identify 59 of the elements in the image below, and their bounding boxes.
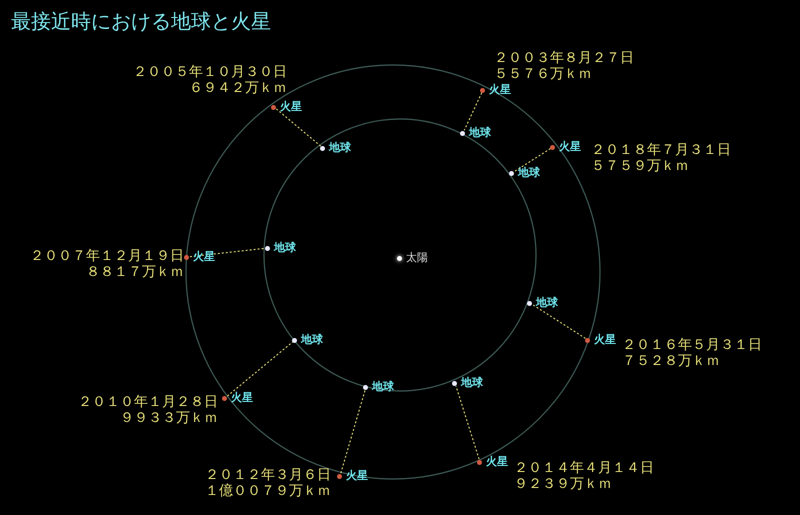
earth-point xyxy=(460,126,491,140)
earth-point xyxy=(452,376,483,390)
planet-label: 火星 xyxy=(280,100,302,114)
planet-label: 地球 xyxy=(329,141,351,155)
planet-label: 火星 xyxy=(594,333,616,347)
dotted-connector xyxy=(455,385,480,460)
mars-point xyxy=(480,83,511,97)
mars-point xyxy=(222,391,253,405)
mars-point xyxy=(550,140,581,154)
planet-label: 地球 xyxy=(518,166,540,180)
mars-point xyxy=(271,100,302,114)
planet-label: 火星 xyxy=(193,250,215,264)
dotted-connector xyxy=(514,148,551,172)
planet-label: 地球 xyxy=(301,333,323,347)
planet-label: 地球 xyxy=(372,380,394,394)
date-distance-text: ２０１２年３月６日 xyxy=(205,467,331,483)
date-distance-text: ７５２８万ｋｍ xyxy=(622,353,721,369)
earth-point xyxy=(320,141,351,155)
planet-label: 火星 xyxy=(559,140,581,154)
date-distance-text: ２０１４年４月１４日 xyxy=(514,460,654,476)
planet-label: 地球 xyxy=(274,241,296,255)
sun-point xyxy=(397,251,428,265)
planet-label: 火星 xyxy=(486,455,508,469)
planet-label: 太陽 xyxy=(406,251,428,265)
date-distance-text: ９２３９万ｋｍ xyxy=(514,476,613,492)
dotted-connector xyxy=(226,341,294,397)
date-distance-text: ５５７６万ｋｍ xyxy=(494,66,593,82)
planet-label: 火星 xyxy=(489,83,511,97)
dotted-connector xyxy=(464,92,482,131)
planet-label: 地球 xyxy=(536,296,558,310)
earth-point xyxy=(363,380,394,394)
dotted-connector xyxy=(532,304,586,339)
mars-point xyxy=(585,333,616,347)
date-distance-text: ６９４２万ｋｍ xyxy=(188,80,287,96)
date-distance-text: ９９３３万ｋｍ xyxy=(119,410,218,426)
date-distance-text: ２０１８年７月３１日 xyxy=(591,142,731,158)
planet-label: 火星 xyxy=(231,391,253,405)
date-distance-text: ２００７年１２月１９日 xyxy=(30,248,184,264)
mars-point xyxy=(477,455,508,469)
earth-point xyxy=(509,166,540,180)
date-distance-text: １億００７９万ｋｍ xyxy=(205,483,331,499)
mars-point xyxy=(184,250,215,264)
planet-label: 火星 xyxy=(346,469,368,483)
date-distance-text: ８８１７万ｋｍ xyxy=(85,264,184,280)
dotted-connector xyxy=(189,248,266,258)
planet-label: 地球 xyxy=(461,376,483,390)
date-distance-text: ２０１０年１月２８日 xyxy=(78,394,218,410)
planet-label: 地球 xyxy=(469,126,491,140)
earth-point xyxy=(265,241,296,255)
date-distance-text: ２０１６年５月３１日 xyxy=(622,337,762,353)
title: 最接近時における地球と火星 xyxy=(11,8,271,35)
dotted-connector xyxy=(276,108,322,147)
mars-point xyxy=(337,469,368,483)
dotted-connector xyxy=(340,389,366,474)
date-distance-text: ２００３年８月２７日 xyxy=(494,50,634,66)
date-distance-text: ５７５９万ｋｍ xyxy=(591,158,690,174)
earth-point xyxy=(292,333,323,347)
date-distance-text: ２００５年１０月３０日 xyxy=(133,64,287,80)
earth-point xyxy=(527,296,558,310)
